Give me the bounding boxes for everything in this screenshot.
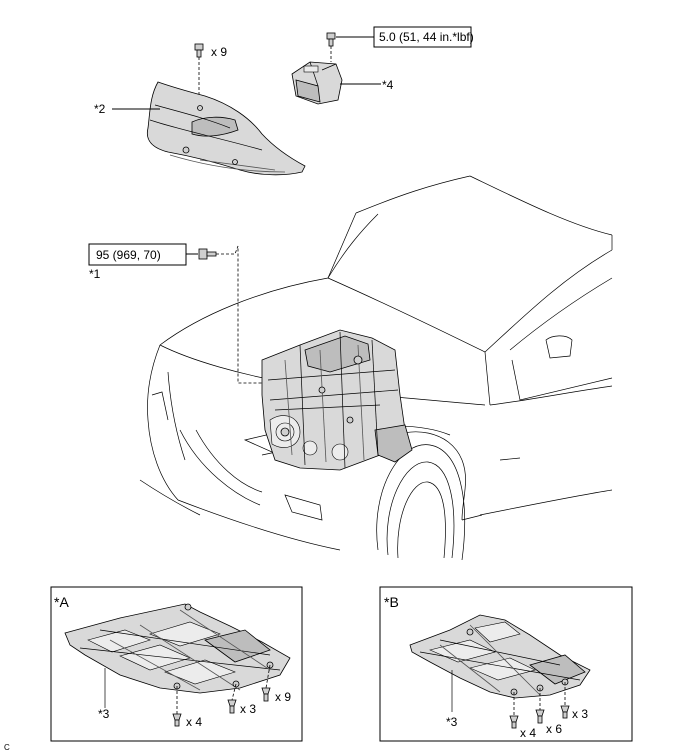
clip-icon [261,687,271,702]
bolt-icon [198,248,217,260]
part-4-label: *4 [382,78,394,92]
engine-assembly [261,329,413,471]
torque-top-value: 5.0 (51, 44 in.*lbf) [379,30,474,44]
bracket-group: 5.0 (51, 44 in.*lbf) *4 [291,26,474,105]
bracket-part [291,61,343,105]
inset-b-part-3-label: *3 [446,715,458,729]
torque-engine-value: 95 (969, 70) [96,248,161,262]
clip-icon [172,713,182,727]
torque-top-box [373,26,472,48]
engine-mount-bolt-group: 95 (969, 70) *1 [88,243,262,384]
inset-a-title: *A [54,594,69,610]
bolt-count-label: x 9 [211,45,227,59]
inset-a-part-3-label: *3 [98,707,110,721]
inset-b-panel: *B *3 x 4 x 6 [379,586,633,742]
inset-a-count-9: x 9 [275,690,291,704]
corner-mark: C [4,743,10,752]
undercover-a-part [64,603,291,694]
bolt-icon [326,32,336,47]
clip-icon [560,705,570,719]
clip-icon [535,709,545,724]
inset-b-title: *B [384,594,399,610]
part-2-label: *2 [94,102,106,116]
inset-b-count-6: x 6 [546,722,562,736]
inset-b-count-4: x 4 [520,726,536,740]
engine-cover-part [146,81,306,176]
part-1-label: *1 [89,267,101,281]
clip-icon [509,715,519,729]
inset-a-panel: *A *3 x 4 [50,586,303,742]
engine-dash-line [216,245,262,384]
inset-a-count-3: x 3 [240,702,256,716]
clip-icon [227,699,237,714]
inset-b-count-3: x 3 [572,707,588,721]
engine-cover-group: x 9 *2 [94,43,306,176]
inset-a-count-4: x 4 [186,715,202,729]
bolt-icon [194,43,204,58]
